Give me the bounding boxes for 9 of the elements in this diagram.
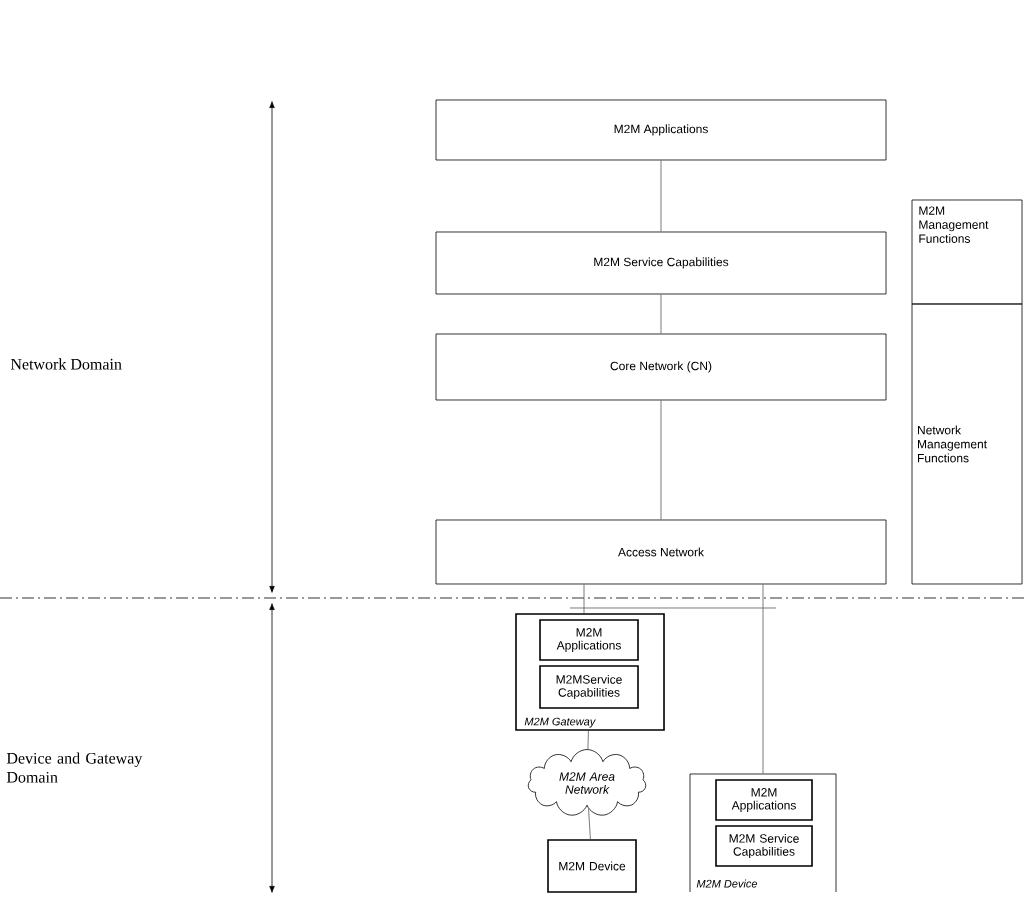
connector-line — [660, 294, 662, 334]
domain-label: Device and Gateway Domain — [6, 752, 143, 783]
connector-line — [660, 160, 662, 232]
domain-label: Network Domain — [10, 358, 122, 370]
connector-line — [660, 400, 662, 520]
connector-line — [587, 730, 589, 750]
connector-line — [762, 584, 764, 774]
connector-line — [588, 808, 591, 840]
connector-line — [583, 584, 585, 614]
